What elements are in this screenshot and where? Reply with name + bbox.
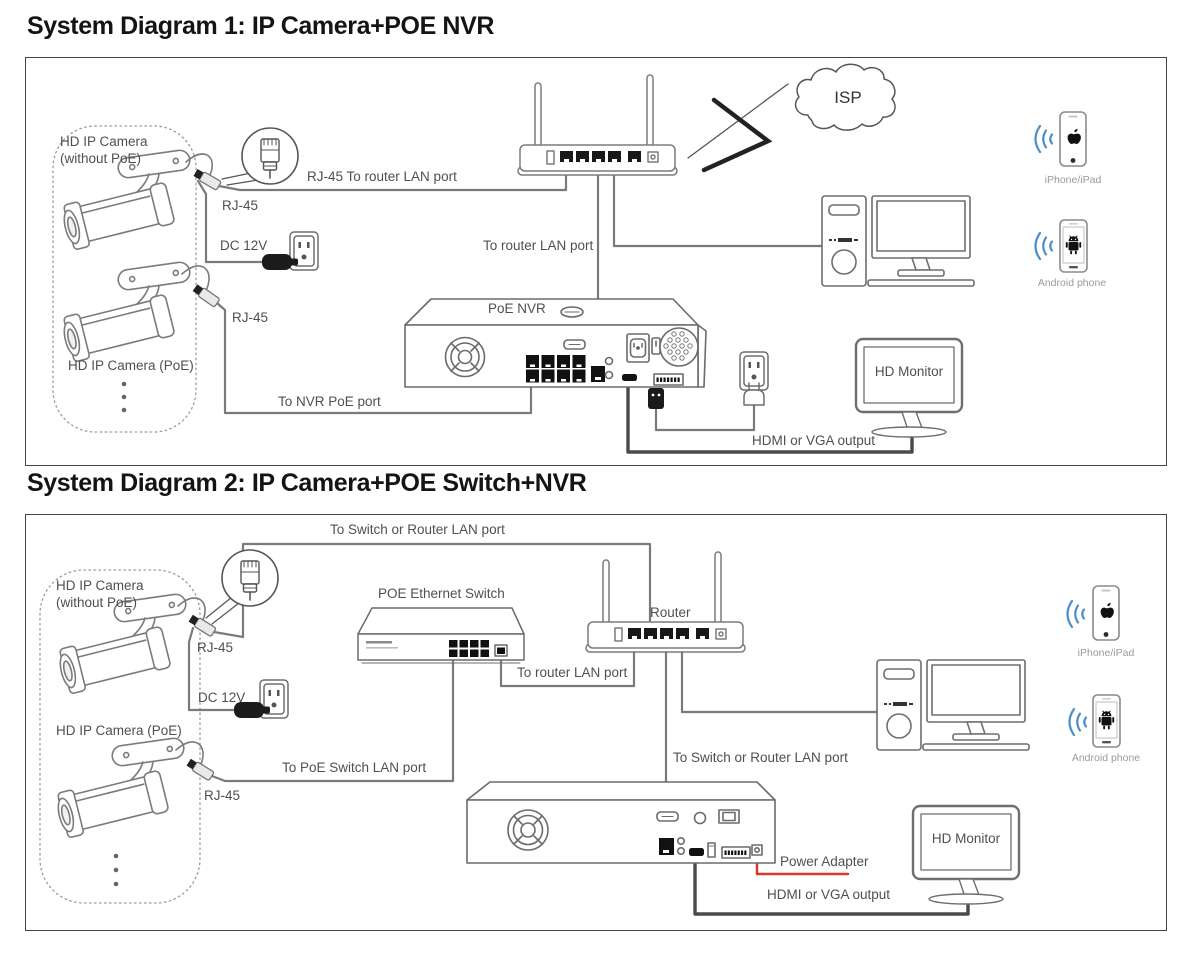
- camera2-label-d2: HD IP Camera (PoE): [56, 723, 182, 738]
- rj45-magnifier-icon: [221, 549, 279, 607]
- rj45-label-cam1-d2: RJ-45: [197, 640, 234, 655]
- wall-outlet-nvr-icon: [739, 351, 769, 391]
- cable-switch-to-router: [499, 647, 636, 688]
- hd-ip-camera-4-icon: [53, 736, 186, 840]
- android-label: Android phone: [1037, 277, 1107, 289]
- power-adapter-label: Power Adapter: [780, 854, 869, 869]
- wifi-icon: [1034, 124, 1054, 154]
- to-router-lan-label: To router LAN port: [483, 238, 594, 253]
- poe-switch-label: POE Ethernet Switch: [378, 586, 505, 601]
- router-icon: [517, 74, 678, 176]
- hd-monitor-icon: [854, 337, 964, 439]
- wifi-icon: [1068, 707, 1088, 737]
- hd-monitor-icon: [911, 804, 1021, 906]
- dc12v-label-d2: DC 12V: [198, 690, 246, 705]
- rj45-plug-1-icon: [192, 167, 223, 191]
- camera-group-box-1: [52, 125, 197, 433]
- camera1-label-line2-d2: (without PoE): [56, 595, 138, 610]
- hd-monitor-label-d2: HD Monitor: [931, 831, 1001, 846]
- poe-nvr-icon: [404, 298, 707, 388]
- to-switch-right-label: To Switch or Router LAN port: [673, 750, 848, 765]
- router-label: Router: [650, 605, 691, 620]
- diagram1-art: [52, 63, 1088, 454]
- isp-link-zigzag: [687, 83, 789, 173]
- to-poe-switch-label: To PoE Switch LAN port: [282, 760, 427, 775]
- hdmi-vga-label: HDMI or VGA output: [752, 433, 876, 448]
- desktop-computer-icon: [821, 195, 975, 287]
- camera1-label-line1: HD IP Camera: [60, 134, 148, 149]
- android-phone-icon: [1092, 694, 1121, 748]
- camera1-label-line2: (without PoE): [60, 151, 142, 166]
- cable-cam1-dc: [196, 179, 264, 264]
- hdmi-vga-label-d2: HDMI or VGA output: [767, 887, 891, 902]
- diagram2-title: System Diagram 2: IP Camera+POE Switch+N…: [27, 469, 587, 497]
- wifi-icon: [1034, 231, 1054, 261]
- isp-cloud-icon: [794, 63, 896, 131]
- rj45-label-cam2: RJ-45: [232, 310, 269, 325]
- iphone-label: iPhone/iPad: [1044, 174, 1102, 186]
- hd-monitor-label: HD Monitor: [874, 364, 944, 379]
- cable-cam1-dc-2: [187, 626, 236, 712]
- router-icon: [585, 551, 746, 653]
- cable-cam1-to-router-2: [212, 542, 652, 639]
- rj45-magnifier-icon: [241, 127, 299, 185]
- camera2-label: HD IP Camera (PoE): [68, 358, 194, 373]
- iphone-icon: [1059, 111, 1087, 167]
- android-label-d2: Android phone: [1071, 752, 1141, 764]
- cable-hdmi-1: [626, 379, 914, 454]
- more-cameras-dots-2: [113, 853, 119, 887]
- cable-router-to-pc: [612, 165, 824, 248]
- diagram2-art: [39, 542, 1121, 916]
- desktop-computer-icon: [876, 659, 1030, 751]
- to-nvr-poe-label: To NVR PoE port: [278, 394, 381, 409]
- camera1-label-line1-d2: HD IP Camera: [56, 578, 144, 593]
- android-phone-icon: [1059, 219, 1088, 273]
- to-router-lan-label-d2: To router LAN port: [517, 665, 628, 680]
- cable-router-to-pc-2: [680, 646, 879, 714]
- rj45-to-router-label: RJ-45 To router LAN port: [307, 169, 457, 184]
- rj45-plug-4-icon: [185, 757, 215, 782]
- dc12v-label: DC 12V: [220, 238, 268, 253]
- rj45-label-cam1: RJ-45: [222, 198, 259, 213]
- cable-nvr-power: [654, 402, 756, 432]
- iec-plug-icon: [648, 388, 664, 409]
- hd-ip-camera-2-icon: [59, 260, 192, 364]
- isp-label: ISP: [834, 88, 862, 107]
- diagram1-title: System Diagram 1: IP Camera+POE NVR: [27, 12, 495, 40]
- to-switch-top-label: To Switch or Router LAN port: [330, 522, 505, 537]
- poe-switch-icon: [357, 607, 525, 664]
- cable-cam2-to-switch: [210, 656, 455, 783]
- cable-hdmi-2: [693, 855, 970, 916]
- iphone-icon: [1092, 585, 1120, 641]
- cable-cam1-to-router: [217, 164, 568, 192]
- nvr-icon: [466, 781, 776, 864]
- iphone-label-d2: iPhone/iPad: [1077, 647, 1135, 659]
- rj45-label-cam2-d2: RJ-45: [204, 788, 241, 803]
- more-cameras-dots-1: [121, 381, 127, 413]
- cable-cam2-to-nvr: [215, 301, 533, 415]
- camera-group-box-2: [39, 569, 201, 904]
- poe-nvr-label: PoE NVR: [488, 301, 546, 316]
- wifi-icon: [1066, 599, 1086, 629]
